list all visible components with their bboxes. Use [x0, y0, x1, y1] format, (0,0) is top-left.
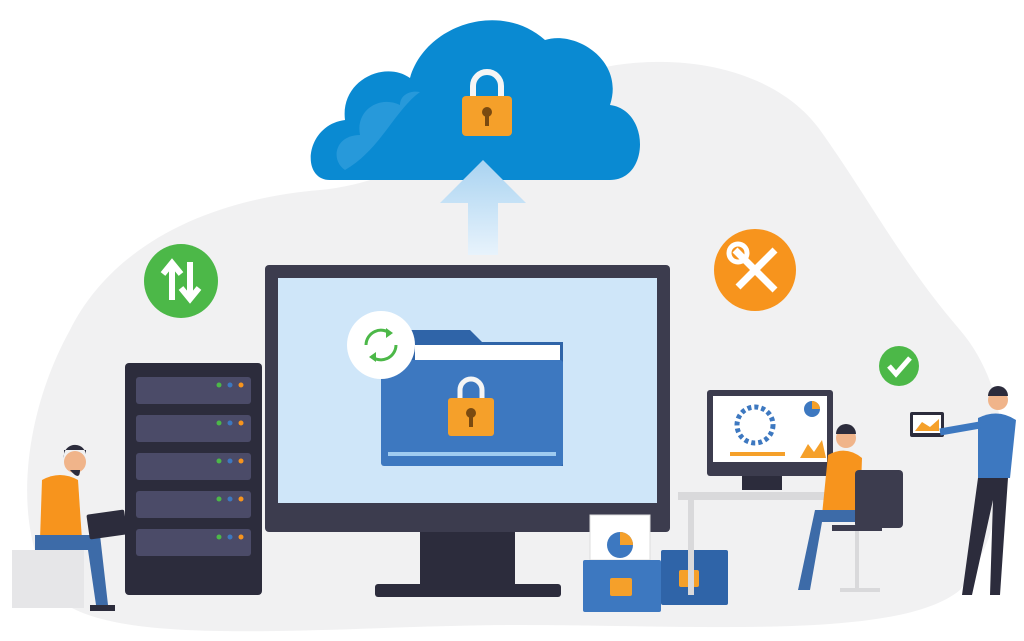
folder-lock-icon [381, 330, 563, 466]
person-at-desk [798, 424, 903, 592]
transfer-arrows-icon [144, 244, 218, 318]
upload-arrow-icon [440, 160, 526, 255]
bottom-folders [583, 514, 728, 612]
cloud-lock-icon [310, 20, 640, 181]
tools-icon [714, 229, 796, 311]
sync-icon [347, 311, 415, 379]
person-standing-with-laptop [910, 386, 1016, 595]
person-with-laptop-left [12, 444, 128, 611]
desk-workstation [678, 390, 903, 595]
checkmark-icon [879, 346, 919, 386]
server-rack-icon [125, 363, 262, 595]
